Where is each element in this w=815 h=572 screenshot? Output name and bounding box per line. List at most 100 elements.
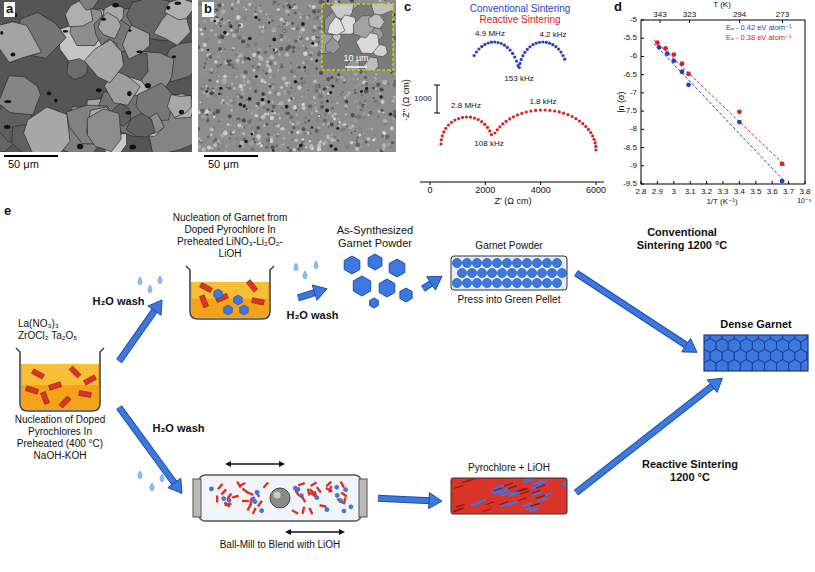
pyrochlore-streak: [536, 495, 545, 498]
pyrochlore-streak: [486, 502, 495, 505]
data-point: [483, 123, 486, 126]
pyrochlore-crystal: [308, 507, 313, 514]
sem-grain: [247, 18, 249, 20]
sem-pore: [303, 66, 306, 69]
sem-grain: [388, 71, 390, 73]
sem-grain: [233, 87, 236, 90]
garnet-particle: [482, 258, 491, 267]
sem-pore: [311, 126, 313, 128]
sem-grain: [267, 113, 270, 116]
sem-grain: [333, 118, 336, 121]
data-point: [594, 145, 597, 148]
tick-label: -6: [630, 51, 637, 60]
sem-grain: [365, 99, 367, 101]
sem-grain: [258, 48, 262, 52]
data-point: [780, 179, 785, 184]
sem-grain: [260, 8, 262, 10]
dense-garnet-illustration: [700, 331, 812, 375]
pyrochlore-crystal: [79, 390, 92, 397]
arrowhead: [707, 378, 722, 392]
sem-grain: [313, 9, 315, 11]
pyrochlore-crystal: [26, 386, 39, 394]
sem-grain: [275, 125, 277, 127]
sem-grain: [279, 18, 283, 22]
garnet-crystal: [389, 259, 405, 277]
data-point: [594, 141, 597, 144]
sem-pore: [329, 91, 332, 94]
beaker-outline: [16, 348, 104, 411]
data-point: [500, 42, 503, 45]
sem-grain: [242, 118, 246, 122]
sem-grain: [373, 134, 376, 137]
garnet-crystal: [344, 256, 360, 274]
garnet-crystal: [240, 305, 249, 315]
sem-grain: [277, 113, 280, 116]
sem-grain: [206, 119, 209, 122]
sem-pore: [262, 93, 264, 95]
sem-grain: [242, 92, 245, 95]
pellet-node: Pyrochlore + LiOH: [445, 462, 573, 518]
sem-grain: [291, 120, 293, 122]
sem-pore: [125, 111, 131, 115]
pyrochlore-crystal: [250, 498, 253, 505]
sem-grain: [228, 24, 232, 28]
sem-grain: [266, 108, 269, 111]
sem-grain: [266, 57, 270, 61]
sem-grain: [356, 137, 358, 139]
sem-grain: [249, 142, 253, 146]
mill-tube: [199, 475, 361, 521]
data-point: [480, 120, 483, 123]
sem-grain: [226, 146, 228, 148]
sem-grain: [243, 54, 246, 57]
sem-pore: [239, 103, 243, 107]
sem-grain: [379, 141, 382, 144]
sem-pore: [129, 145, 136, 150]
sem-grain: [279, 117, 281, 119]
sem-grain: [381, 100, 385, 104]
sem-grain: [330, 76, 333, 79]
sem-grain: [84, 40, 123, 83]
garnet-crystal: [234, 295, 243, 305]
sem-pore: [248, 97, 252, 101]
sem-grain: [364, 101, 366, 103]
sem-grain: [214, 95, 217, 98]
sem-pore: [315, 59, 318, 62]
sem-grain: [286, 2, 288, 4]
sem-grain: [217, 147, 220, 150]
sem-grain: [201, 33, 204, 36]
garnet-particle: [452, 278, 461, 287]
data-point: [493, 131, 496, 134]
sem-grain: [338, 123, 343, 128]
pyrochlore-crystal: [41, 392, 50, 405]
garnet-particle: [552, 258, 561, 267]
lioh-streak: [494, 485, 504, 489]
sem-grain: [295, 109, 297, 111]
sem-grain: [345, 145, 350, 150]
data-point: [477, 47, 480, 50]
sem-grain: [231, 101, 236, 106]
sem-grain: [221, 10, 226, 15]
sem-grain: [275, 144, 278, 147]
frequency-label: 4.9 MHz: [475, 29, 505, 38]
sem-grain: [317, 36, 320, 39]
data-point: [473, 54, 476, 57]
sem-grain: [377, 116, 379, 118]
sem-grain: [296, 126, 299, 129]
tick-label: 3.7: [783, 187, 794, 196]
process-arrow: [119, 300, 162, 361]
sem-grain: [210, 29, 213, 32]
axis-tick: [641, 165, 644, 166]
tick-label: 0: [427, 185, 432, 195]
sem-grain: [333, 99, 336, 102]
tick-label: 2000: [475, 185, 495, 195]
axis-tick: [641, 111, 644, 112]
sem-grain: [302, 45, 304, 47]
sem-pore: [207, 49, 209, 51]
sem-grain: [332, 116, 334, 118]
sem-grain: [266, 138, 270, 142]
sem-grain: [361, 131, 363, 133]
sem-grain: [283, 137, 286, 140]
frequency-label: 4.2 kHz: [539, 30, 566, 39]
sem-grain: [198, 111, 201, 115]
sem-grain: [304, 132, 308, 136]
